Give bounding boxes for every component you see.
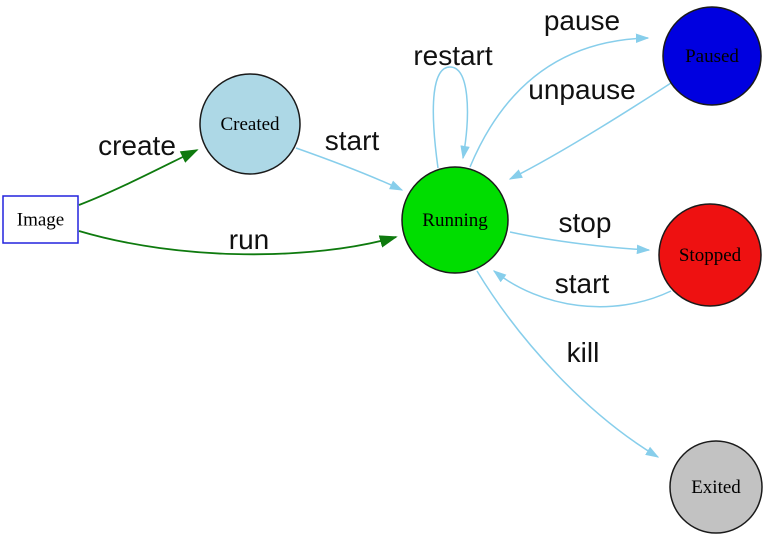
edge-label-restart: restart (413, 40, 493, 71)
edge-pause (469, 33, 650, 168)
edge-label-kill: kill (567, 337, 600, 368)
node-stopped (658, 203, 762, 307)
edge-label-start-created-running: start (325, 125, 380, 156)
edge-create (78, 149, 199, 206)
edge-run (78, 230, 398, 256)
node-label-image: Image (17, 210, 64, 231)
node-paused (662, 6, 762, 106)
edge-label-unpause: unpause (528, 74, 635, 105)
edge-label-start-stopped-running: start (555, 268, 610, 299)
edge-unpause (508, 82, 672, 180)
edge-label-stop: stop (559, 207, 612, 238)
edge-stop (509, 231, 651, 255)
edge-label-run: run (229, 224, 269, 255)
edge-restart (432, 66, 470, 169)
node-label-paused: Paused (685, 46, 739, 67)
node-running (401, 166, 509, 274)
node-exited (669, 440, 763, 534)
node-created (199, 73, 301, 175)
edge-start-stopped-running (492, 270, 672, 308)
node-label-exited: Exited (691, 477, 741, 498)
edge-label-pause: pause (544, 5, 620, 36)
node-label-running: Running (422, 210, 488, 231)
node-label-stopped: Stopped (679, 245, 742, 266)
edge-kill (476, 270, 660, 458)
node-image (2, 195, 79, 244)
edge-label-create: create (98, 130, 176, 161)
edge-start-created-running (295, 147, 404, 191)
node-label-created: Created (220, 114, 280, 135)
